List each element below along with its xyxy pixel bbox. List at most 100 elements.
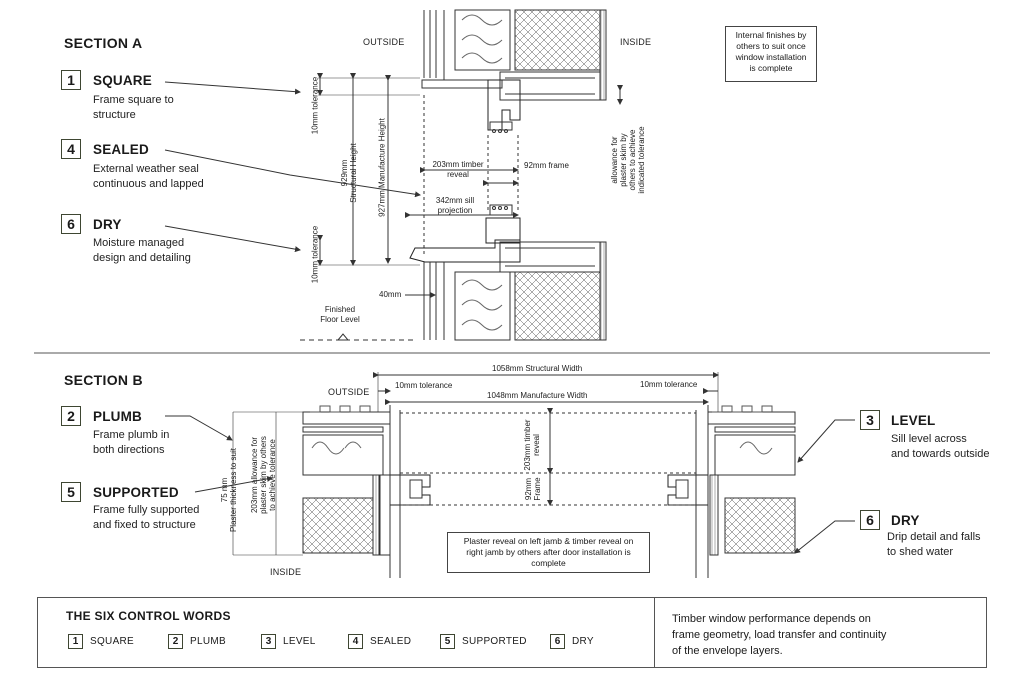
section-a-note-line-4: is complete — [749, 63, 793, 73]
desc-sealed: External weather seal continuous and lap… — [93, 162, 204, 192]
section-b-drawing — [165, 372, 855, 578]
desc-dry-a-line-2: design and detailing — [93, 252, 191, 264]
desc-square-line-2: structure — [93, 109, 136, 121]
dim-a-plaster-1: allowance for — [610, 136, 619, 184]
section-b-outside-label: OUTSIDE — [328, 387, 370, 397]
desc-dry-b: Drip detail and falls to shed water — [887, 530, 981, 560]
legend-item-plumb: 2 PLUMB — [168, 634, 226, 649]
desc-dry-a-line-1: Moisture managed — [93, 237, 185, 249]
dim-a-structural-height-1: 929mm — [340, 159, 349, 187]
word-dry-a: DRY — [93, 217, 122, 232]
dim-b-allowance: 203mm allowance for plaster skim by othe… — [250, 420, 280, 530]
dim-b-plaster-75-1: 75 mm — [220, 477, 229, 503]
badge-dry-a: 6 — [61, 214, 81, 234]
word-sealed: SEALED — [93, 142, 149, 157]
section-a-title: SECTION A — [64, 35, 143, 51]
floor-level-1: Finished — [324, 305, 356, 314]
desc-supported-line-2: and fixed to structure — [93, 519, 196, 531]
legend-item-supported: 5 SUPPORTED — [440, 634, 527, 649]
legend-item-dry: 6 DRY — [550, 634, 594, 649]
legend-badge-1: 1 — [68, 634, 83, 649]
legend-item-sealed: 4 SEALED — [348, 634, 411, 649]
legend-word-3: LEVEL — [283, 636, 316, 647]
dim-a-tol-bottom: 10mm tolerance — [310, 225, 320, 284]
section-b-note: Plaster reveal on left jamb & timber rev… — [447, 532, 650, 573]
section-a-note-line-2: others to suit once — [736, 41, 806, 51]
badge-sealed: 4 — [61, 139, 81, 159]
legend-divider — [654, 598, 655, 667]
word-dry-b: DRY — [891, 513, 920, 528]
legend-note-line-2: frame geometry, load transfer and contin… — [672, 629, 887, 641]
section-a-outside-label: OUTSIDE — [363, 37, 405, 47]
legend-badge-5: 5 — [440, 634, 455, 649]
legend-word-2: PLUMB — [190, 636, 226, 647]
dim-a-sill: 342mm sill projection — [420, 196, 490, 216]
section-b-inside-label: INSIDE — [270, 567, 302, 577]
dim-a-plaster-2: plaster skim by — [619, 133, 628, 187]
dim-a-timber-reveal: 203mm timber reveal — [423, 160, 493, 180]
desc-plumb-line-2: both directions — [93, 444, 165, 456]
section-a-note-line-3: window installation — [735, 52, 807, 62]
legend-badge-4: 4 — [348, 634, 363, 649]
desc-supported: Frame fully supported and fixed to struc… — [93, 503, 199, 533]
dim-a-manufacture-height: 927mm Manufacture Height — [377, 118, 387, 217]
legend-word-5: SUPPORTED — [462, 636, 527, 647]
dim-a-timber-reveal-2: reveal — [447, 170, 469, 179]
legend-note-line-3: of the envelope layers. — [672, 645, 783, 657]
desc-sealed-line-2: continuous and lapped — [93, 178, 204, 190]
badge-plumb: 2 — [61, 406, 81, 426]
dim-b-frame-2: Frame — [533, 477, 542, 501]
floor-level-2: Floor Level — [320, 315, 360, 324]
desc-plumb-line-1: Frame plumb in — [93, 429, 170, 441]
dim-b-frame: 92mm Frame — [524, 472, 544, 506]
control-words-legend: THE SIX CONTROL WORDS 1 SQUARE 2 PLUMB 3… — [37, 597, 987, 668]
dim-b-manufacture-width: 1048mm Manufacture Width — [487, 391, 588, 400]
dim-b-plaster-75-2: Plaster thickness to suit — [229, 447, 238, 533]
desc-square-line-1: Frame square to — [93, 94, 174, 106]
section-a-note-line-1: Internal finishes by — [735, 30, 807, 40]
section-a-inside-label: INSIDE — [620, 37, 652, 47]
dim-b-tol-right: 10mm tolerance — [640, 380, 698, 389]
dim-b-timber-reveal: 203mm timber reveal — [523, 410, 543, 480]
legend-title: THE SIX CONTROL WORDS — [66, 609, 231, 623]
dim-a-structural-height: 929mm Structural Height — [340, 123, 360, 223]
desc-sealed-line-1: External weather seal — [93, 163, 199, 175]
desc-dry-a: Moisture managed design and detailing — [93, 236, 191, 266]
dim-a-tol-top: 10mm tolerance — [310, 76, 320, 135]
dim-b-allow-2: plaster skim by others — [259, 436, 268, 514]
dim-b-allow-1: 203mm allowance for — [250, 436, 259, 514]
legend-word-1: SQUARE — [90, 636, 135, 647]
dim-a-sill-2: projection — [437, 206, 473, 215]
desc-level-line-2: and towards outside — [891, 448, 990, 460]
badge-square: 1 — [61, 70, 81, 90]
legend-word-6: DRY — [572, 636, 594, 647]
desc-dry-b-line-1: Drip detail and falls — [887, 531, 981, 543]
dim-a-frame: 92mm frame — [524, 161, 569, 170]
dim-b-allow-3: to achieve tolerance — [268, 439, 277, 511]
word-level: LEVEL — [891, 413, 936, 428]
desc-level-line-1: Sill level across — [891, 433, 967, 445]
word-supported: SUPPORTED — [93, 485, 179, 500]
dim-a-timber-reveal-1: 203mm timber — [432, 160, 484, 169]
legend-item-square: 1 SQUARE — [68, 634, 134, 649]
dim-b-frame-1: 92mm — [524, 477, 533, 501]
dim-a-plaster-4: indicated tolerance — [637, 126, 646, 194]
dim-a-sill-1: 342mm sill — [435, 196, 475, 205]
desc-supported-line-1: Frame fully supported — [93, 504, 200, 516]
badge-dry-b: 6 — [860, 510, 880, 530]
dim-a-plaster-allowance: allowance for plaster skim by others to … — [610, 110, 650, 210]
desc-square: Frame square to structure — [93, 93, 174, 123]
word-square: SQUARE — [93, 73, 152, 88]
section-b-note-line-3: complete — [531, 558, 566, 568]
dim-a-sill-40: 40mm — [379, 290, 402, 299]
desc-level: Sill level across and towards outside — [891, 432, 989, 462]
dim-b-tol-left: 10mm tolerance — [395, 381, 453, 390]
section-b-title: SECTION B — [64, 372, 143, 388]
finished-floor-level: Finished Floor Level — [310, 305, 370, 325]
legend-word-4: SEALED — [370, 636, 412, 647]
dim-a-structural-height-2: Structural Height — [349, 143, 358, 203]
legend-badge-6: 6 — [550, 634, 565, 649]
dim-b-timber-1: 203mm timber — [523, 419, 532, 471]
desc-plumb: Frame plumb in both directions — [93, 428, 169, 458]
